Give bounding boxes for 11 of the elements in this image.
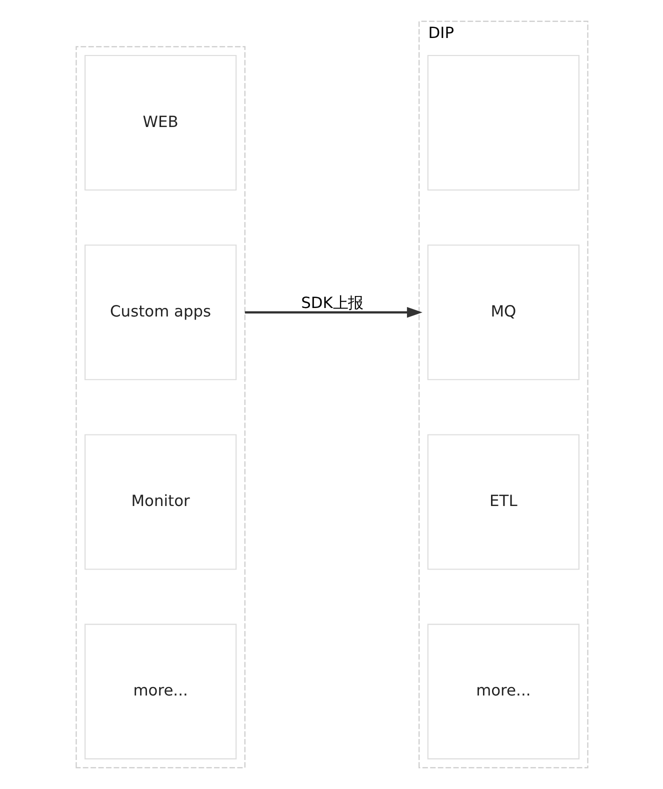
node-box: ETL	[426, 434, 579, 570]
node-box	[426, 54, 579, 191]
node-box: more...	[84, 624, 236, 760]
edge-label: SDK上报	[300, 294, 362, 312]
cluster	[75, 46, 245, 768]
node-box: Monitor	[84, 434, 236, 570]
node-box: WEB	[84, 54, 236, 191]
node-box: Custom apps	[84, 244, 236, 380]
node-box: more...	[426, 624, 579, 760]
arrow	[244, 306, 422, 318]
node-box: MQ	[426, 244, 579, 380]
